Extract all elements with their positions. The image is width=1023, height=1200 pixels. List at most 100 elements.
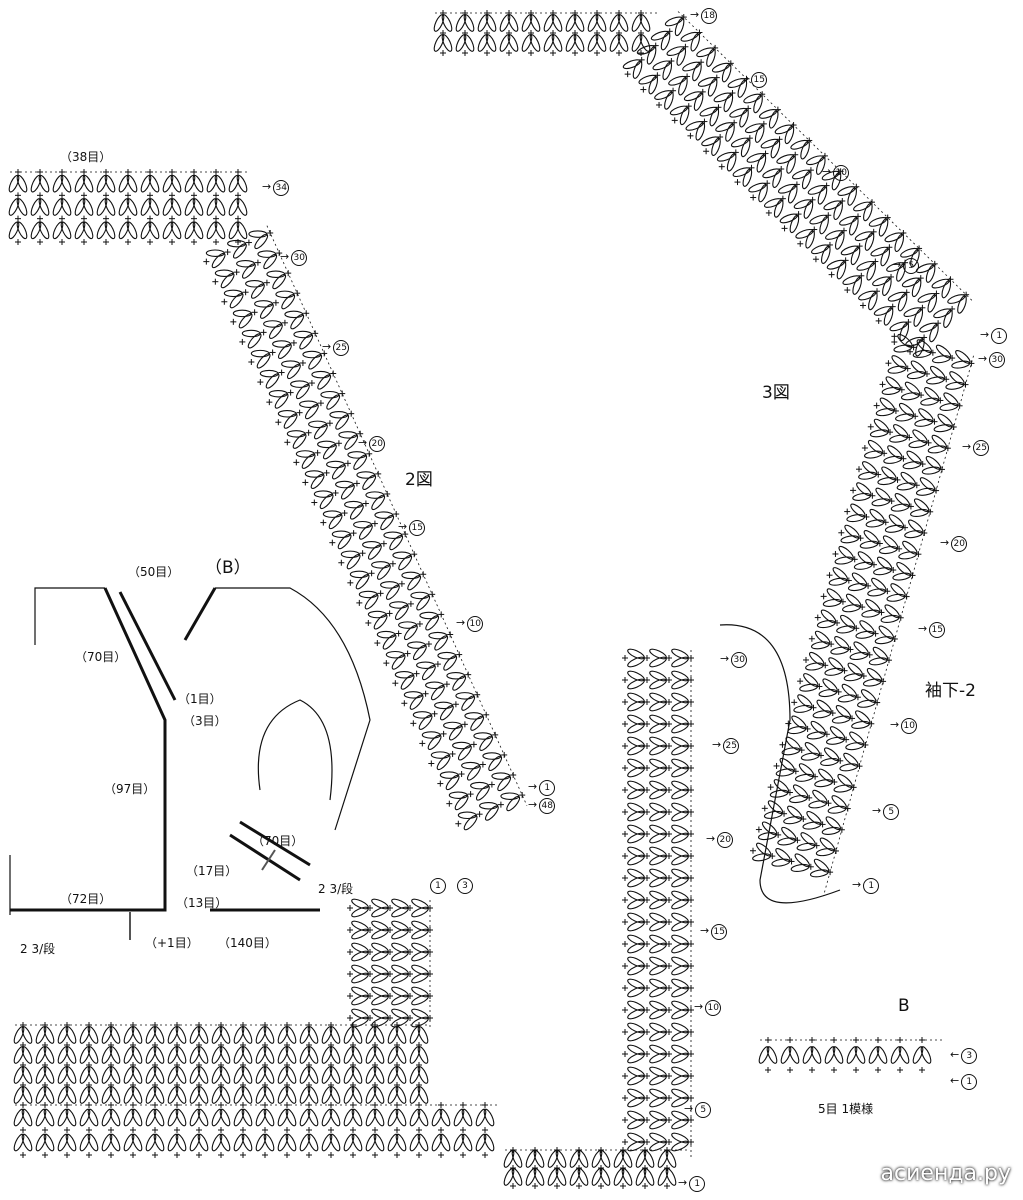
stitch-mark (802, 821, 822, 830)
stitch-mark (777, 183, 797, 194)
stitch-mark (732, 167, 751, 178)
stitch-mark (338, 431, 358, 439)
stitch-mark (774, 124, 793, 135)
stitch-mark (219, 1133, 231, 1152)
stitch-mark (817, 186, 828, 205)
stitch-mark (437, 651, 457, 660)
stitch-mark (941, 280, 952, 299)
stitch-mark (170, 174, 182, 193)
stitch-mark (784, 125, 795, 145)
stitch-mark (864, 232, 875, 251)
stitch-mark (697, 77, 716, 87)
stitch-mark (889, 321, 908, 332)
stitch-mark (82, 174, 94, 193)
stitch-mark (356, 471, 376, 479)
stitch-mark (263, 253, 278, 270)
stitch-mark (678, 77, 688, 96)
stitch-mark (407, 575, 422, 591)
stitch-mark (690, 33, 701, 52)
stitch-mark (796, 842, 816, 851)
stitch-mark (443, 655, 458, 671)
stitch-mark (892, 572, 912, 581)
stitch-mark (845, 742, 865, 751)
stitch-mark (857, 699, 876, 708)
stitch-mark (153, 1108, 165, 1127)
stitch-mark (680, 31, 699, 42)
edging-b-strip (758, 1037, 945, 1073)
stitch-mark (833, 201, 843, 221)
stitch-mark (506, 795, 521, 812)
stitch-mark (277, 343, 292, 359)
stitch-mark (247, 333, 262, 349)
stitch-mark (392, 551, 412, 560)
stitch-mark (788, 1046, 800, 1064)
stitch-mark (349, 504, 364, 520)
stitch-mark (707, 78, 718, 97)
stitch-mark (878, 218, 889, 237)
stitch-mark (430, 751, 450, 759)
stitch-mark (443, 721, 463, 730)
stitch-mark (786, 155, 796, 174)
stitch-mark (752, 853, 772, 862)
stitch-mark (466, 765, 481, 781)
stitch-mark (479, 735, 494, 751)
stitch-mark (779, 213, 798, 224)
stitch-mark (943, 309, 953, 328)
stitch-mark (454, 794, 469, 811)
stitch-mark (917, 292, 936, 303)
stitch-mark (819, 216, 829, 235)
stitch-mark (398, 621, 418, 629)
stitch-mark (859, 540, 879, 549)
stitch-mark (385, 584, 400, 600)
stitch-mark (827, 805, 847, 814)
bottom-edging-strip (13, 1102, 500, 1158)
stitch-mark (470, 781, 490, 790)
stitch-mark (385, 650, 405, 659)
stitch-mark (322, 444, 337, 460)
label-hem-left: （72目） (60, 892, 112, 906)
stitch-mark (367, 610, 387, 619)
stitch-mark (461, 1133, 473, 1152)
stitch-mark (329, 1108, 341, 1127)
stitch-mark (290, 314, 305, 330)
stitch-mark (285, 1108, 297, 1127)
stitch-mark (236, 198, 248, 216)
stitch-mark (299, 400, 319, 409)
stitch-mark (772, 169, 782, 189)
stitch-mark (709, 108, 720, 127)
body-outline-left (34, 587, 105, 645)
stitch-mark (170, 221, 182, 240)
stitch-mark (427, 734, 442, 750)
collar-inner (118, 591, 177, 701)
stitch-mark (308, 420, 328, 429)
stitch-mark (824, 667, 844, 676)
stitch-mark (403, 624, 418, 641)
stitch-mark (214, 221, 226, 240)
stitch-mark (394, 671, 414, 679)
stitch-mark (807, 185, 826, 195)
stitch-mark (693, 92, 704, 111)
stitch-mark (931, 278, 950, 289)
bottom-vertical-strip (347, 898, 433, 1030)
stitch-mark (500, 792, 520, 800)
stitch-mark (849, 217, 859, 236)
label-first: （1目） (178, 692, 222, 706)
middle-vertical-strip (622, 648, 694, 1160)
stitch-mark (322, 510, 342, 518)
row-marker: →48 (528, 798, 556, 814)
stitch-mark (715, 122, 734, 132)
stitch-mark (668, 75, 687, 86)
stitch-mark (497, 775, 512, 792)
stitch-mark (873, 306, 892, 316)
stitch-mark (887, 365, 907, 374)
stitch-mark (951, 360, 971, 369)
label-front: （97目） (104, 782, 156, 796)
stitch-mark (304, 403, 319, 420)
stitch-mark (446, 672, 466, 680)
stitch-mark (371, 494, 386, 511)
stitch-mark (805, 230, 815, 249)
stitch-mark (886, 593, 906, 602)
stitch-mark (868, 292, 878, 311)
stitch-mark (883, 455, 903, 464)
stitch-mark (220, 272, 235, 289)
